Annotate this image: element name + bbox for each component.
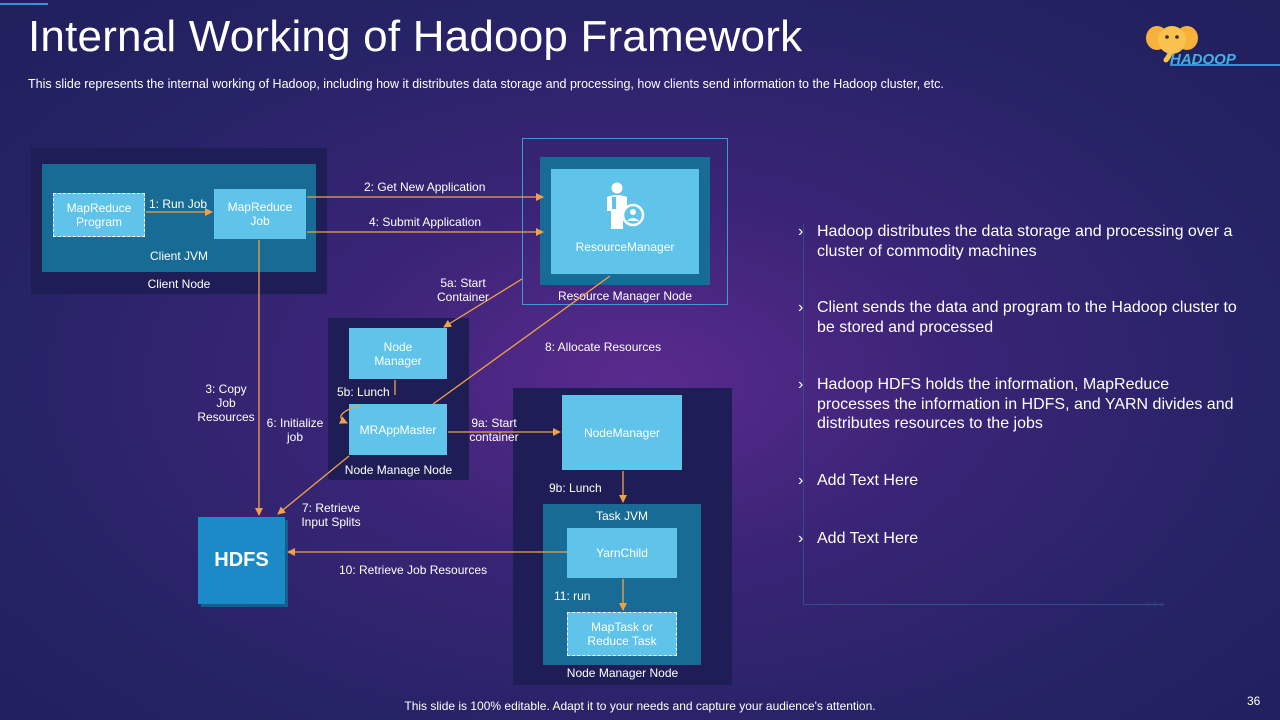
bullet-text: Add Text Here [817, 472, 919, 489]
chevron-right-icon: › [798, 530, 804, 547]
page-number: 36 [1247, 694, 1261, 708]
step-retrieve-job-res: 10: Retrieve Job Resources [339, 563, 488, 577]
chevron-right-icon: › [798, 223, 804, 240]
bullet-text: Hadoop HDFS holds the information, MapRe… [817, 376, 1234, 432]
resource-manager-label: ResourceManager [575, 240, 675, 254]
task-jvm-label: Task JVM [595, 509, 648, 523]
rm-node-border [522, 138, 728, 305]
step-submit-app: 4: Submit Application [369, 215, 482, 229]
bullet-item: › Hadoop distributes the data storage an… [798, 222, 1238, 261]
page-title: Internal Working of Hadoop Framework [28, 12, 803, 61]
hadoop-elephant-logo-icon [1144, 20, 1200, 64]
step-lunch-5b: 5b: Lunch [337, 385, 390, 399]
bullet-item: › Add Text Here [798, 471, 1238, 491]
step-init-job: 6: Initialize job [266, 416, 324, 444]
yarnchild-box: YarnChild [567, 528, 677, 578]
mrappmaster-box: MRAppMaster [349, 404, 447, 455]
step-start-container-9a: 9a: Start container [469, 416, 519, 444]
bullet-panel-border [803, 224, 1164, 605]
page-subtitle: This slide represents the internal worki… [28, 77, 944, 91]
bullet-text: Client sends the data and program to the… [817, 299, 1237, 336]
step-copy-res: 3: Copy Job Resources [197, 382, 255, 424]
maptask-box: MapTask or Reduce Task [567, 612, 677, 656]
bullet-item: › Hadoop HDFS holds the information, Map… [798, 375, 1238, 434]
bullet-text: Hadoop distributes the data storage and … [817, 223, 1233, 260]
step-run: 11: run [554, 589, 591, 603]
node-manager-node-label: Node Manager Node [566, 666, 679, 680]
mapreduce-job-box: MapReduce Job [214, 189, 306, 239]
chevron-right-icon: › [798, 472, 804, 489]
node-manage-node-label: Node Manage Node [344, 463, 453, 477]
chevron-right-icon: › [798, 299, 804, 316]
step-run-job: 1: Run Job [149, 197, 208, 211]
step-retrieve-splits: 7: Retrieve Input Splits [301, 501, 361, 529]
hdfs-box: HDFS [198, 517, 285, 604]
footer-note: This slide is 100% editable. Adapt it to… [404, 699, 876, 713]
logo-text: HADOOP [1170, 51, 1236, 68]
step-start-container: 5a: Start Container [436, 276, 490, 304]
bullet-item: › Add Text Here [798, 529, 1238, 549]
resource-manager-person-icon [603, 181, 645, 231]
step-get-app: 2: Get New Application [364, 180, 486, 194]
arrow-lunch-5b [341, 380, 396, 423]
step-lunch-9b: 9b: Lunch [549, 481, 602, 495]
client-node-label: Client Node [147, 277, 211, 291]
client-jvm-label: Client JVM [149, 249, 208, 263]
top-accent-line [0, 3, 48, 5]
chevron-right-icon: › [798, 376, 804, 393]
decorative-dots: ○○○ [1146, 599, 1166, 609]
bullet-item: › Client sends the data and program to t… [798, 298, 1238, 337]
node-manager-box: Node Manager [349, 328, 447, 379]
rm-node-label: Resource Manager Node [557, 289, 693, 303]
bullet-text: Add Text Here [817, 530, 919, 547]
arrow-start-container [443, 278, 523, 328]
arrow-allocate [432, 275, 611, 405]
arrow-retrieve-splits [277, 455, 350, 515]
mapreduce-program-box: MapReduce Program [53, 193, 145, 237]
logo-underline [1170, 64, 1280, 66]
nodemanager-box: NodeManager [562, 395, 682, 470]
step-allocate: 8: Allocate Resources [545, 340, 662, 354]
